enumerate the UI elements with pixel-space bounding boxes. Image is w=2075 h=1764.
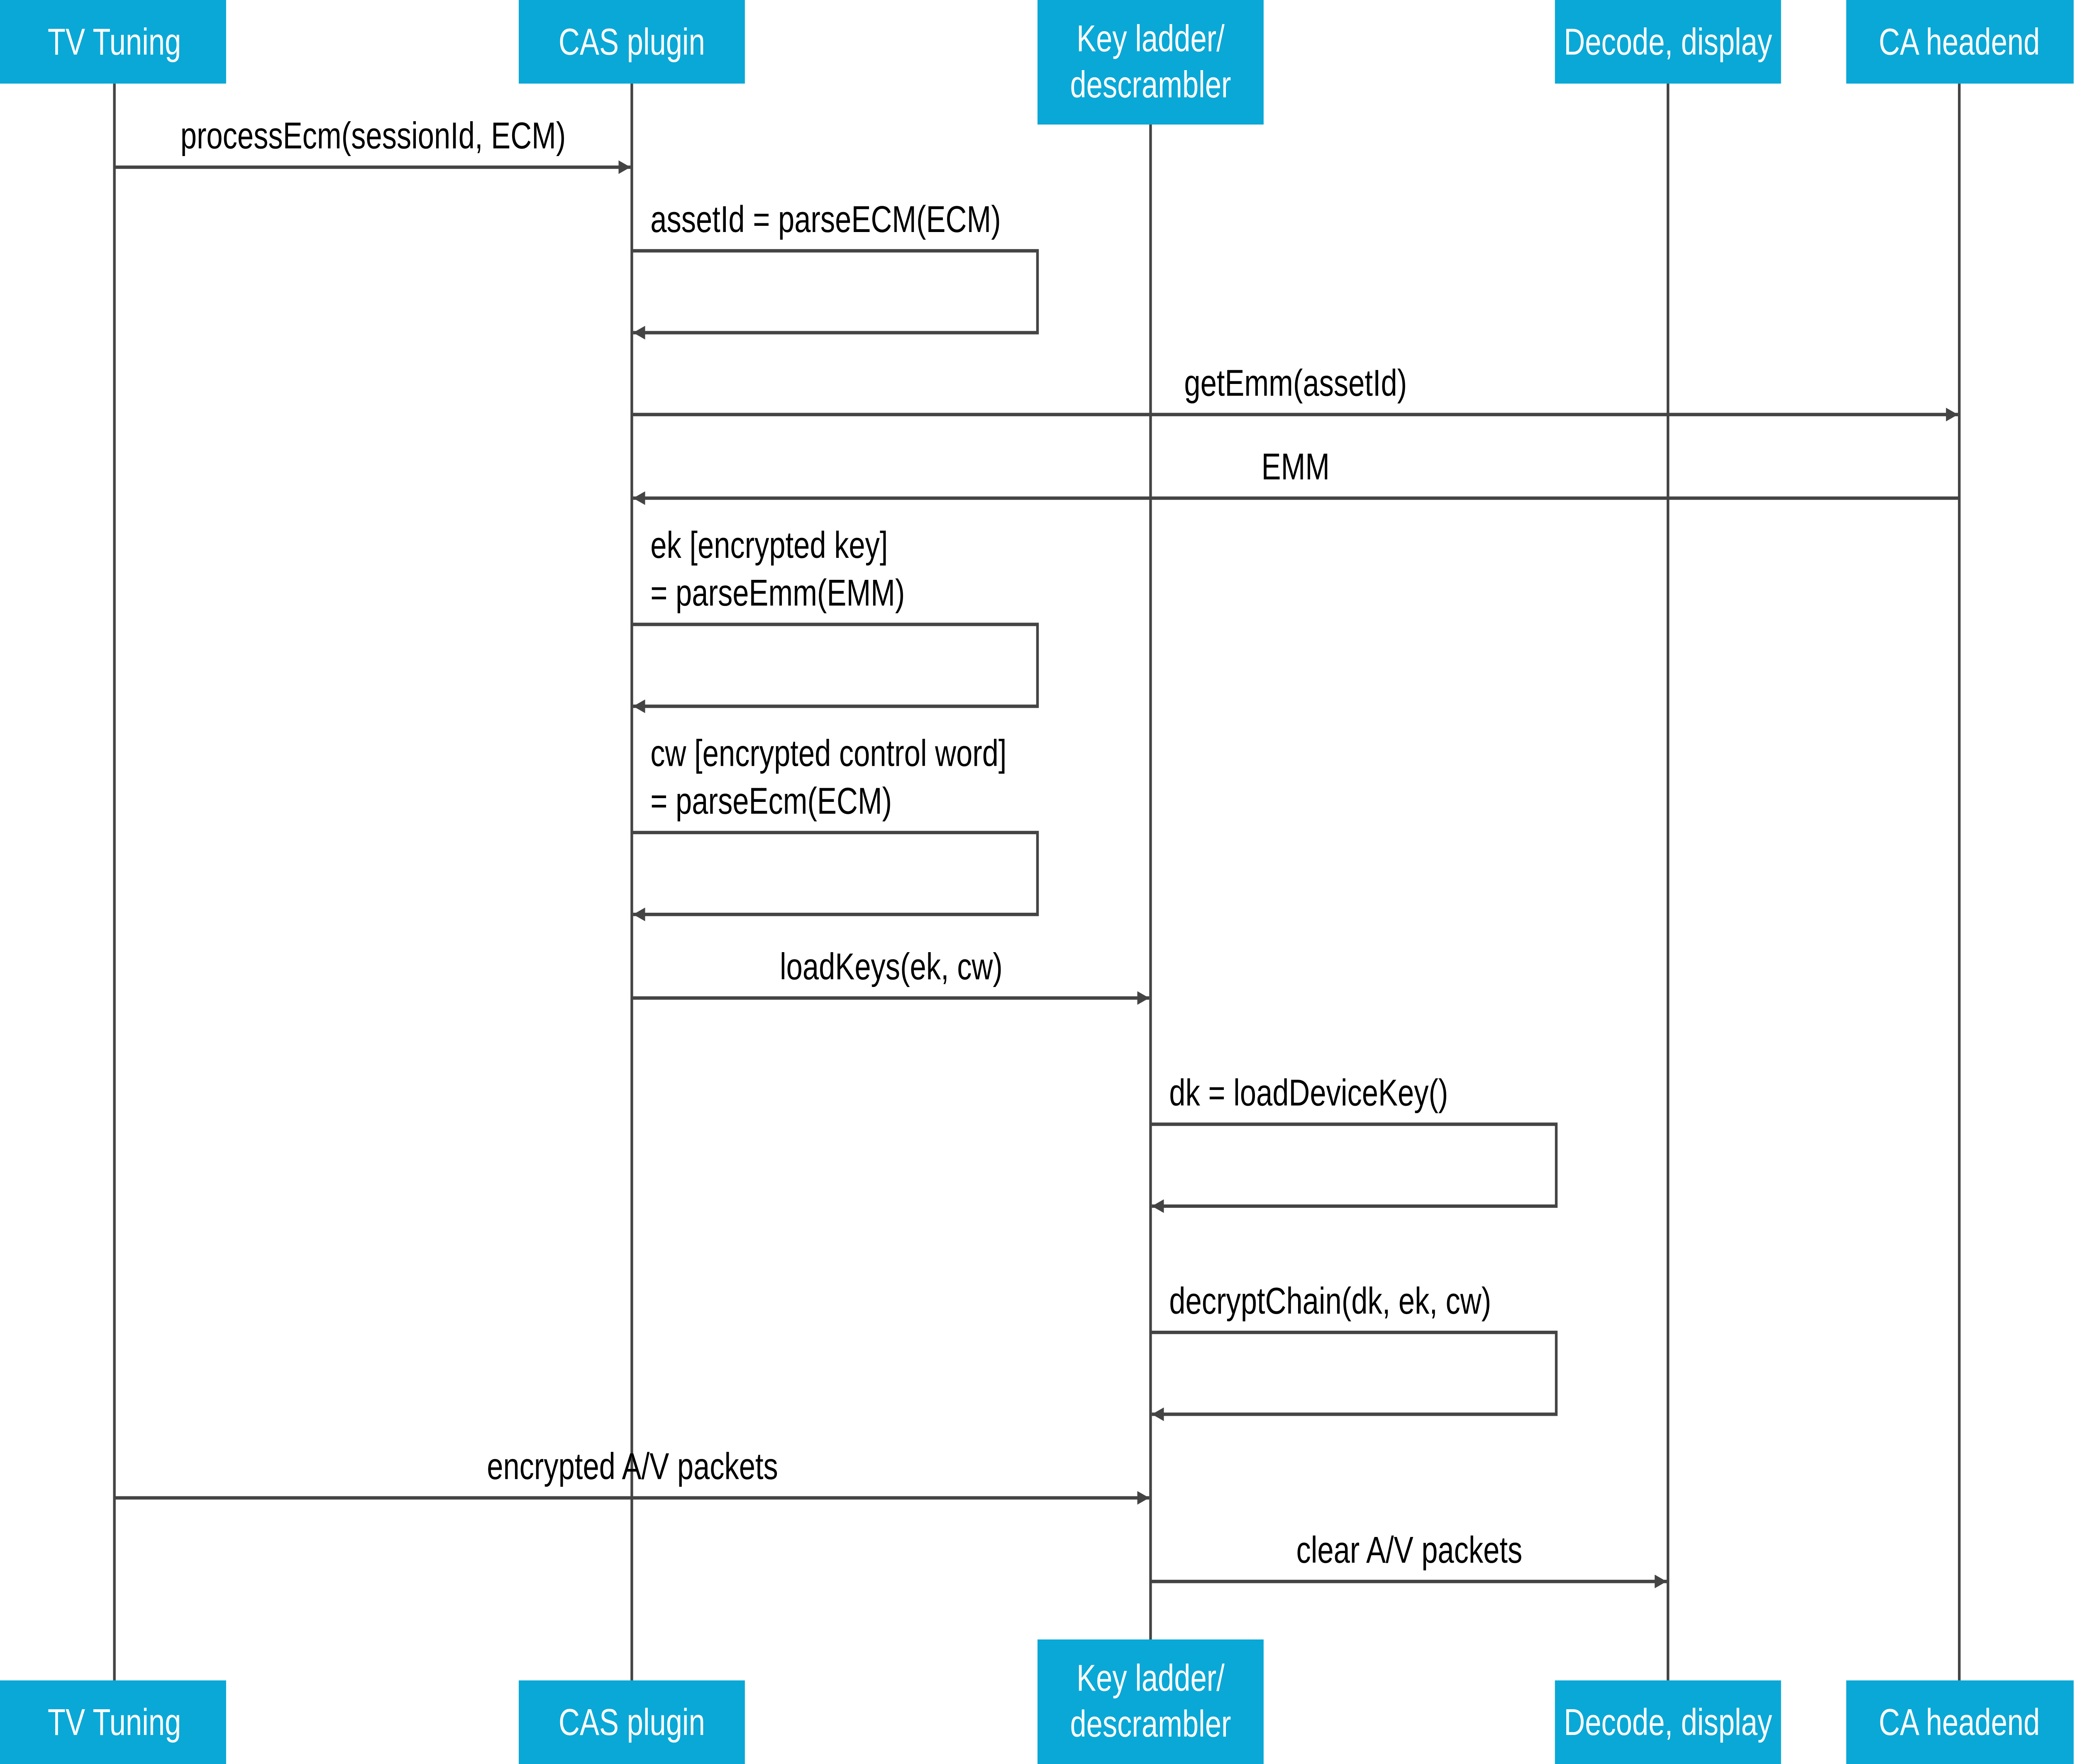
message-9: decryptChain(dk, ek, cw): [1150, 1280, 1558, 1421]
message-label: decryptChain(dk, ek, cw): [1169, 1280, 1491, 1322]
participant-box: [1038, 1639, 1264, 1764]
participant-box: [1846, 0, 2074, 84]
message-label: processEcm(sessionId, ECM): [181, 115, 566, 156]
participant-cas-top: CAS plugin: [519, 0, 745, 84]
message-label: getEmm(assetId): [1184, 362, 1407, 404]
self-message-arrow: [632, 831, 1039, 921]
participant-label: CA headend: [1879, 1702, 2040, 1743]
message-1: processEcm(sessionId, ECM): [114, 115, 631, 174]
participant-label: CAS plugin: [559, 1702, 705, 1743]
participant-box: [1038, 0, 1264, 125]
participant-label: Decode, display: [1564, 21, 1772, 63]
messages: processEcm(sessionId, ECM) assetId = pars…: [114, 115, 1960, 1588]
message-label: cw [encrypted control word]: [650, 733, 1006, 774]
participant-box: [1846, 1680, 2074, 1764]
participant-kl-bottom: Key ladder/descrambler: [1038, 1639, 1264, 1764]
participant-box: [519, 0, 745, 84]
participant-label: TV Tuning: [48, 21, 181, 63]
message-label: clear A/V packets: [1296, 1529, 1522, 1571]
participant-label: Key ladder/: [1077, 18, 1225, 59]
self-message-arrow: [1150, 1330, 1558, 1421]
self-message-arrow: [1150, 1122, 1558, 1213]
participant-ca-bottom: CA headend: [1846, 1680, 2074, 1764]
message-label: = parseEmm(EMM): [650, 572, 905, 614]
participant-box: [0, 0, 226, 84]
message-label: ek [encrypted key]: [650, 525, 888, 566]
message-label: loadKeys(ek, cw): [780, 946, 1003, 987]
participant-label: descrambler: [1070, 64, 1231, 105]
participant-label: descrambler: [1070, 1703, 1231, 1745]
participant-dec-top: Decode, display: [1555, 0, 1781, 84]
message-3: getEmm(assetId): [632, 362, 1958, 422]
participant-dec-bottom: Decode, display: [1555, 1680, 1781, 1764]
self-message-arrow: [632, 623, 1039, 713]
message-11: clear A/V packets: [1150, 1529, 1667, 1588]
message-8: dk = loadDeviceKey(): [1150, 1072, 1558, 1213]
participant-cas-bottom: CAS plugin: [519, 1680, 745, 1764]
message-2: assetId = parseECM(ECM): [632, 199, 1039, 340]
lifelines: [113, 83, 1961, 1681]
message-label: encrypted A/V packets: [487, 1446, 778, 1487]
self-message-arrow: [632, 249, 1039, 340]
message-label: = parseEcm(ECM): [650, 780, 892, 822]
message-label: assetId = parseECM(ECM): [650, 199, 1001, 240]
participant-box: [519, 1680, 745, 1764]
participant-label: Decode, display: [1564, 1702, 1772, 1743]
participant-box: [1555, 0, 1781, 84]
message-label: dk = loadDeviceKey(): [1169, 1072, 1448, 1114]
message-label: EMM: [1262, 446, 1330, 488]
participant-label: CA headend: [1879, 21, 2040, 63]
participant-box: [1555, 1680, 1781, 1764]
participant-box: [0, 1680, 226, 1764]
participant-tv-bottom: TV Tuning: [0, 1680, 226, 1764]
message-7: loadKeys(ek, cw): [632, 946, 1150, 1005]
participant-tv-top: TV Tuning: [0, 0, 226, 84]
participant-label: Key ladder/: [1077, 1657, 1225, 1699]
message-10: encrypted A/V packets: [114, 1446, 1150, 1505]
message-4: EMM: [633, 446, 1960, 505]
participant-kl-top: Key ladder/descrambler: [1038, 0, 1264, 125]
participant-label: CAS plugin: [559, 21, 705, 63]
participant-ca-top: CA headend: [1846, 0, 2074, 84]
participant-label: TV Tuning: [48, 1702, 181, 1743]
message-5: ek [encrypted key] = parseEmm(EMM): [632, 525, 1039, 713]
message-6: cw [encrypted control word] = parseEcm(EC…: [632, 733, 1039, 921]
